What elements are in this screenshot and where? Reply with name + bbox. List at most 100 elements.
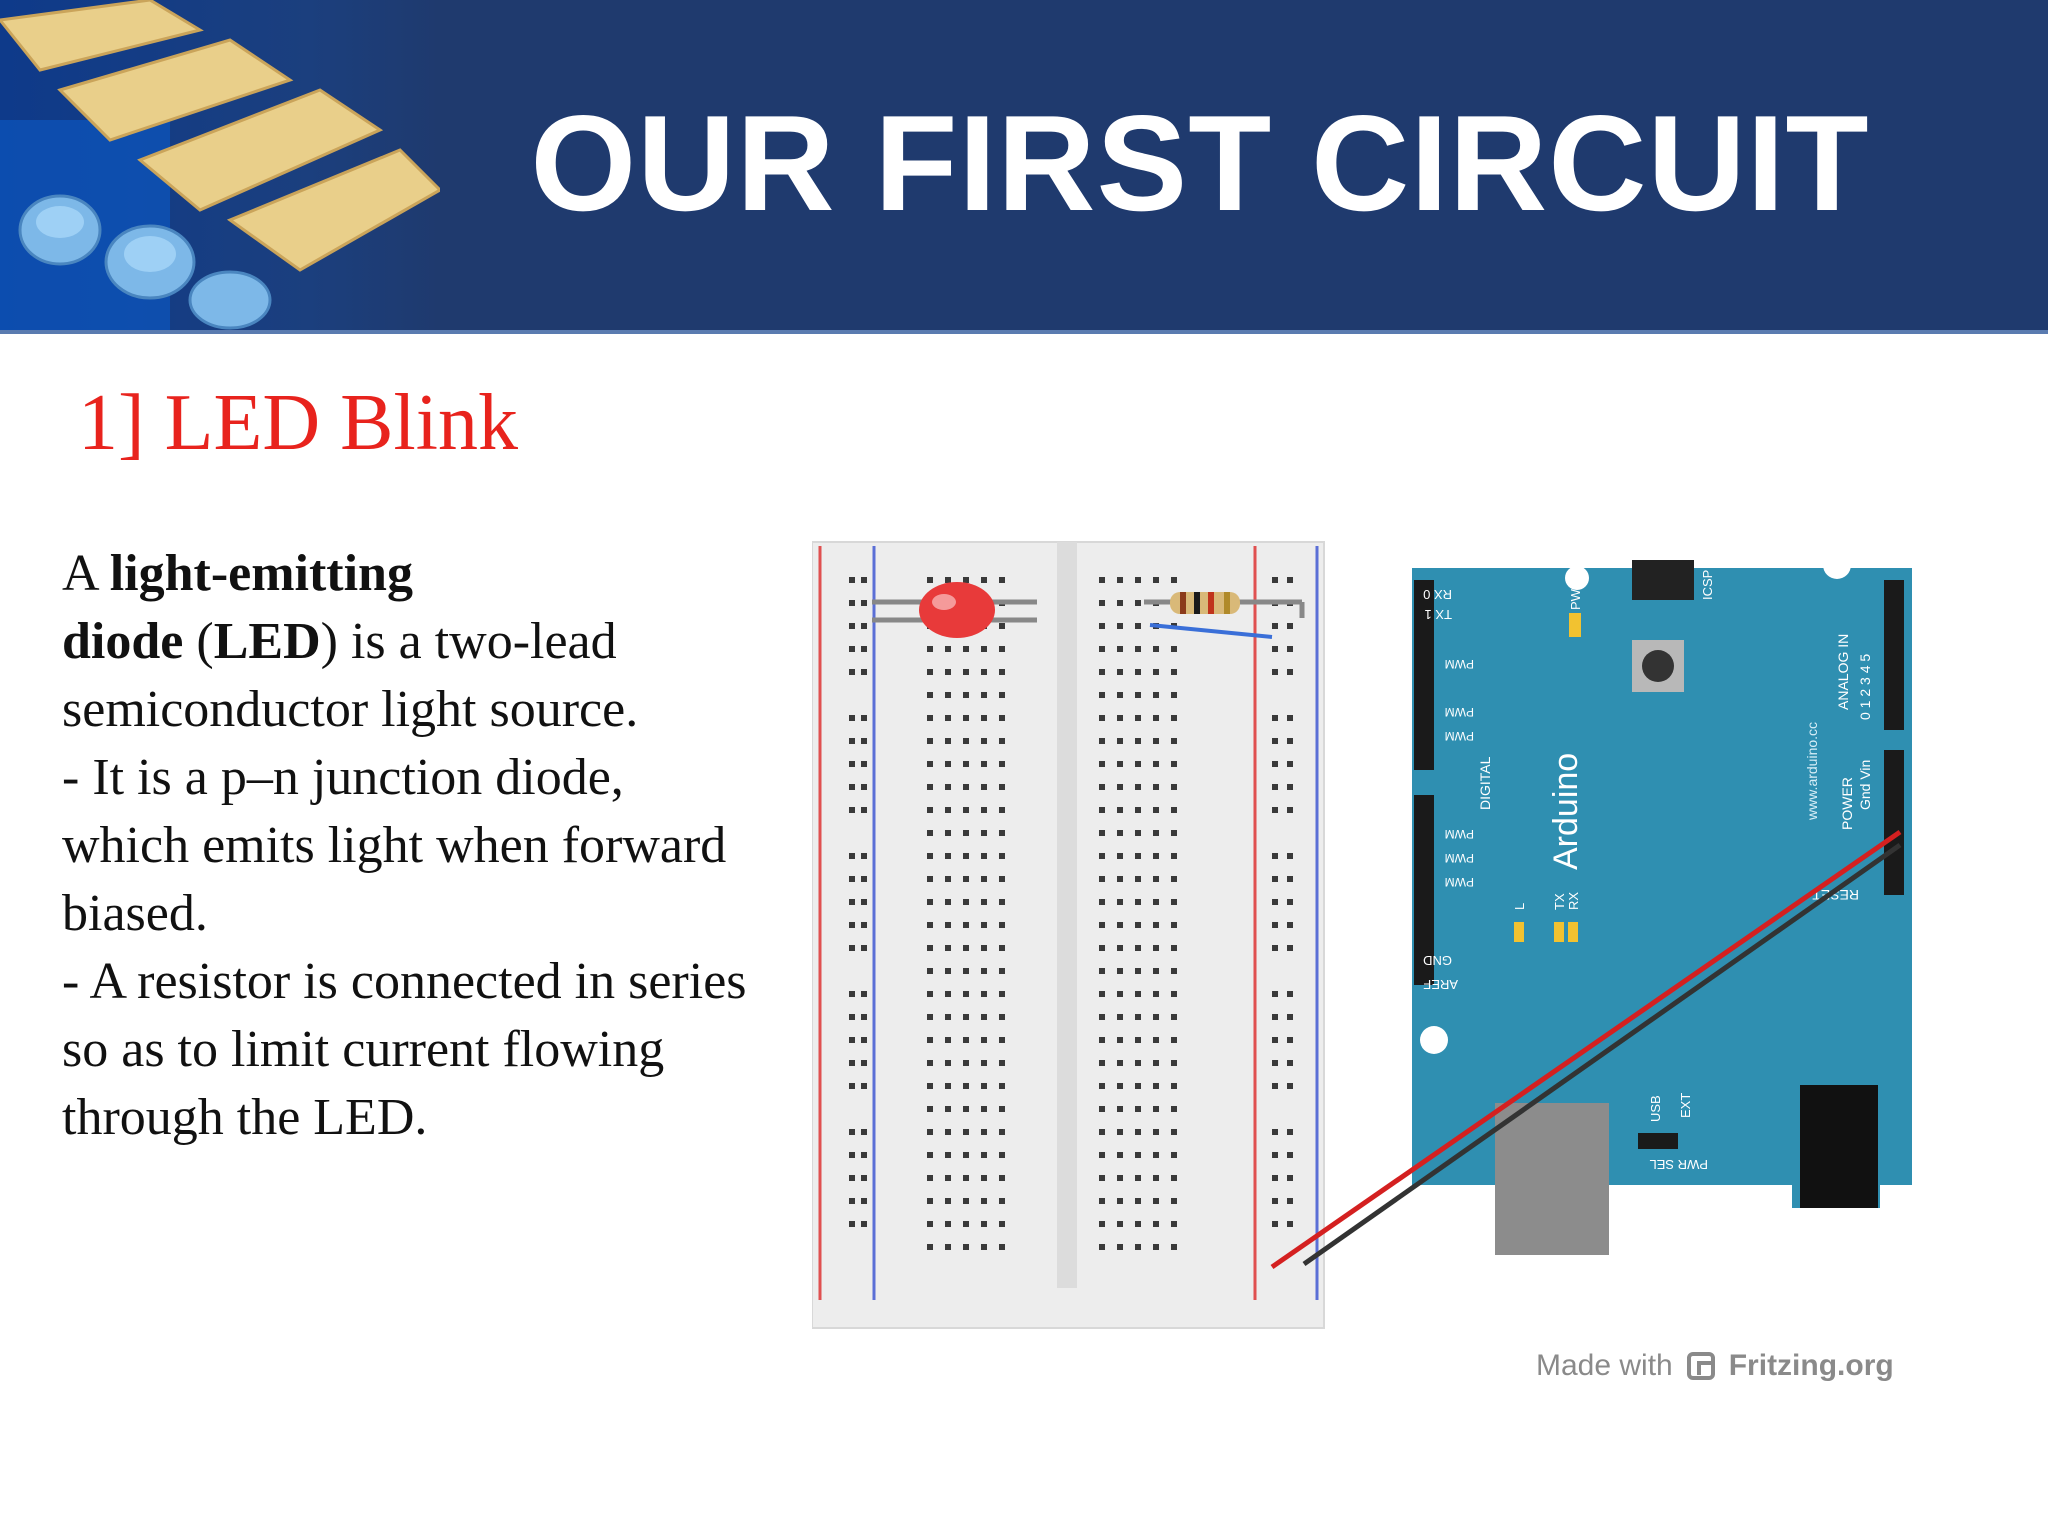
breadboard-hole xyxy=(1287,1152,1293,1158)
breadboard-hole xyxy=(1153,853,1159,859)
breadboard-hole xyxy=(927,646,933,652)
breadboard-hole xyxy=(1171,761,1177,767)
breadboard-hole xyxy=(1099,1060,1105,1066)
breadboard-hole xyxy=(945,669,951,675)
breadboard-hole xyxy=(1153,1129,1159,1135)
breadboard-hole xyxy=(981,738,987,744)
breadboard-hole xyxy=(861,761,867,767)
breadboard-hole xyxy=(927,1221,933,1227)
breadboard-hole xyxy=(849,669,855,675)
gnd-label: GND xyxy=(1423,953,1452,968)
breadboard-hole xyxy=(1171,876,1177,882)
breadboard-hole xyxy=(963,830,969,836)
fritzing-brand: Fritzing.org xyxy=(1728,1349,1894,1382)
breadboard-hole xyxy=(849,784,855,790)
breadboard-hole xyxy=(927,1083,933,1089)
breadboard-hole xyxy=(1135,1129,1141,1135)
breadboard-hole xyxy=(849,738,855,744)
breadboard-hole xyxy=(1171,1244,1177,1250)
breadboard-hole xyxy=(1153,1198,1159,1204)
breadboard-hole xyxy=(927,738,933,744)
breadboard-hole xyxy=(945,1129,951,1135)
breadboard-hole xyxy=(1171,692,1177,698)
breadboard-hole xyxy=(963,807,969,813)
breadboard-hole xyxy=(1287,991,1293,997)
breadboard-hole xyxy=(927,577,933,583)
breadboard-hole xyxy=(1117,692,1123,698)
breadboard-hole xyxy=(963,1014,969,1020)
breadboard-hole xyxy=(1099,876,1105,882)
breadboard-hole xyxy=(981,1060,987,1066)
breadboard-hole xyxy=(927,807,933,813)
breadboard-hole xyxy=(999,1014,1005,1020)
breadboard-hole xyxy=(861,623,867,629)
arduino-brand-label: Arduino xyxy=(1547,753,1585,870)
breadboard-hole xyxy=(999,1152,1005,1158)
breadboard-hole xyxy=(1135,830,1141,836)
breadboard-hole xyxy=(1117,1083,1123,1089)
breadboard-hole xyxy=(999,784,1005,790)
breadboard-hole xyxy=(1117,669,1123,675)
pwm-label-6: PWM xyxy=(1445,875,1474,889)
breadboard-hole xyxy=(945,1175,951,1181)
breadboard-hole xyxy=(1287,1014,1293,1020)
breadboard-hole xyxy=(1135,945,1141,951)
breadboard-hole xyxy=(1272,577,1278,583)
breadboard-hole xyxy=(849,1060,855,1066)
breadboard-hole xyxy=(945,738,951,744)
breadboard-hole xyxy=(1171,830,1177,836)
breadboard-hole xyxy=(1135,1175,1141,1181)
breadboard-hole xyxy=(1153,945,1159,951)
breadboard-hole xyxy=(1099,1129,1105,1135)
breadboard-hole xyxy=(1287,738,1293,744)
breadboard-hole xyxy=(1171,577,1177,583)
breadboard-hole xyxy=(927,715,933,721)
text-rest: ) is a two-lead semiconductor light sour… xyxy=(62,613,639,738)
breadboard-hole xyxy=(927,1106,933,1112)
breadboard-hole xyxy=(999,738,1005,744)
resistor-component xyxy=(1144,592,1305,618)
breadboard-hole xyxy=(927,1244,933,1250)
breadboard-hole xyxy=(1171,1014,1177,1020)
breadboard-hole xyxy=(1135,577,1141,583)
breadboard-hole xyxy=(945,646,951,652)
pwm-label-1: PWM xyxy=(1445,657,1474,671)
breadboard-hole xyxy=(1153,1221,1159,1227)
breadboard-hole xyxy=(981,1106,987,1112)
breadboard-hole xyxy=(1287,1175,1293,1181)
breadboard-hole xyxy=(861,669,867,675)
breadboard-hole xyxy=(1171,715,1177,721)
breadboard-hole xyxy=(1099,830,1105,836)
breadboard-hole xyxy=(1135,922,1141,928)
black-wire xyxy=(1302,842,1902,1267)
breadboard-hole xyxy=(945,715,951,721)
breadboard-hole xyxy=(1171,1129,1177,1135)
breadboard-hole xyxy=(1171,945,1177,951)
breadboard-hole xyxy=(927,1198,933,1204)
breadboard-hole xyxy=(1272,1175,1278,1181)
breadboard-hole xyxy=(861,922,867,928)
breadboard-hole xyxy=(1153,807,1159,813)
breadboard-hole xyxy=(1287,646,1293,652)
breadboard-hole xyxy=(1099,1175,1105,1181)
breadboard-hole xyxy=(849,1152,855,1158)
blue-wire xyxy=(1149,623,1273,639)
breadboard-hole xyxy=(1153,922,1159,928)
breadboard-hole xyxy=(1272,876,1278,882)
breadboard-hole xyxy=(945,853,951,859)
breadboard-hole xyxy=(1153,577,1159,583)
breadboard-hole xyxy=(981,1175,987,1181)
breadboard-hole xyxy=(981,646,987,652)
breadboard-hole xyxy=(1171,1221,1177,1227)
breadboard-hole xyxy=(981,945,987,951)
breadboard-hole xyxy=(981,1014,987,1020)
breadboard-hole xyxy=(1099,784,1105,790)
breadboard-hole xyxy=(1272,1060,1278,1066)
breadboard-hole xyxy=(927,991,933,997)
breadboard-hole xyxy=(945,876,951,882)
breadboard-hole xyxy=(1153,692,1159,698)
breadboard-hole xyxy=(963,1244,969,1250)
breadboard-hole xyxy=(1153,968,1159,974)
breadboard-hole xyxy=(981,761,987,767)
breadboard-hole xyxy=(849,1175,855,1181)
